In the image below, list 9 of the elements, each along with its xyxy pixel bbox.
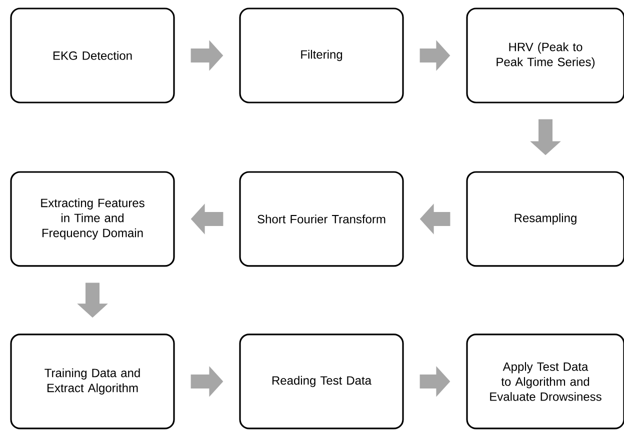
process-box: Apply Test Data to Algorithm and Evaluate Drowsiness <box>466 334 624 430</box>
process-box: Extracting Features in Time and Frequency Domain <box>10 171 175 267</box>
process-box: Training Data and Extract Algorithm <box>10 334 175 430</box>
process-box: Resampling <box>466 171 624 267</box>
process-box: Filtering <box>239 8 404 104</box>
process-box: Reading Test Data <box>239 334 404 430</box>
process-box: Short Fourier Transform <box>239 171 404 267</box>
process-box: HRV (Peak to Peak Time Series) <box>466 8 624 104</box>
process-box: EKG Detection <box>10 8 175 104</box>
